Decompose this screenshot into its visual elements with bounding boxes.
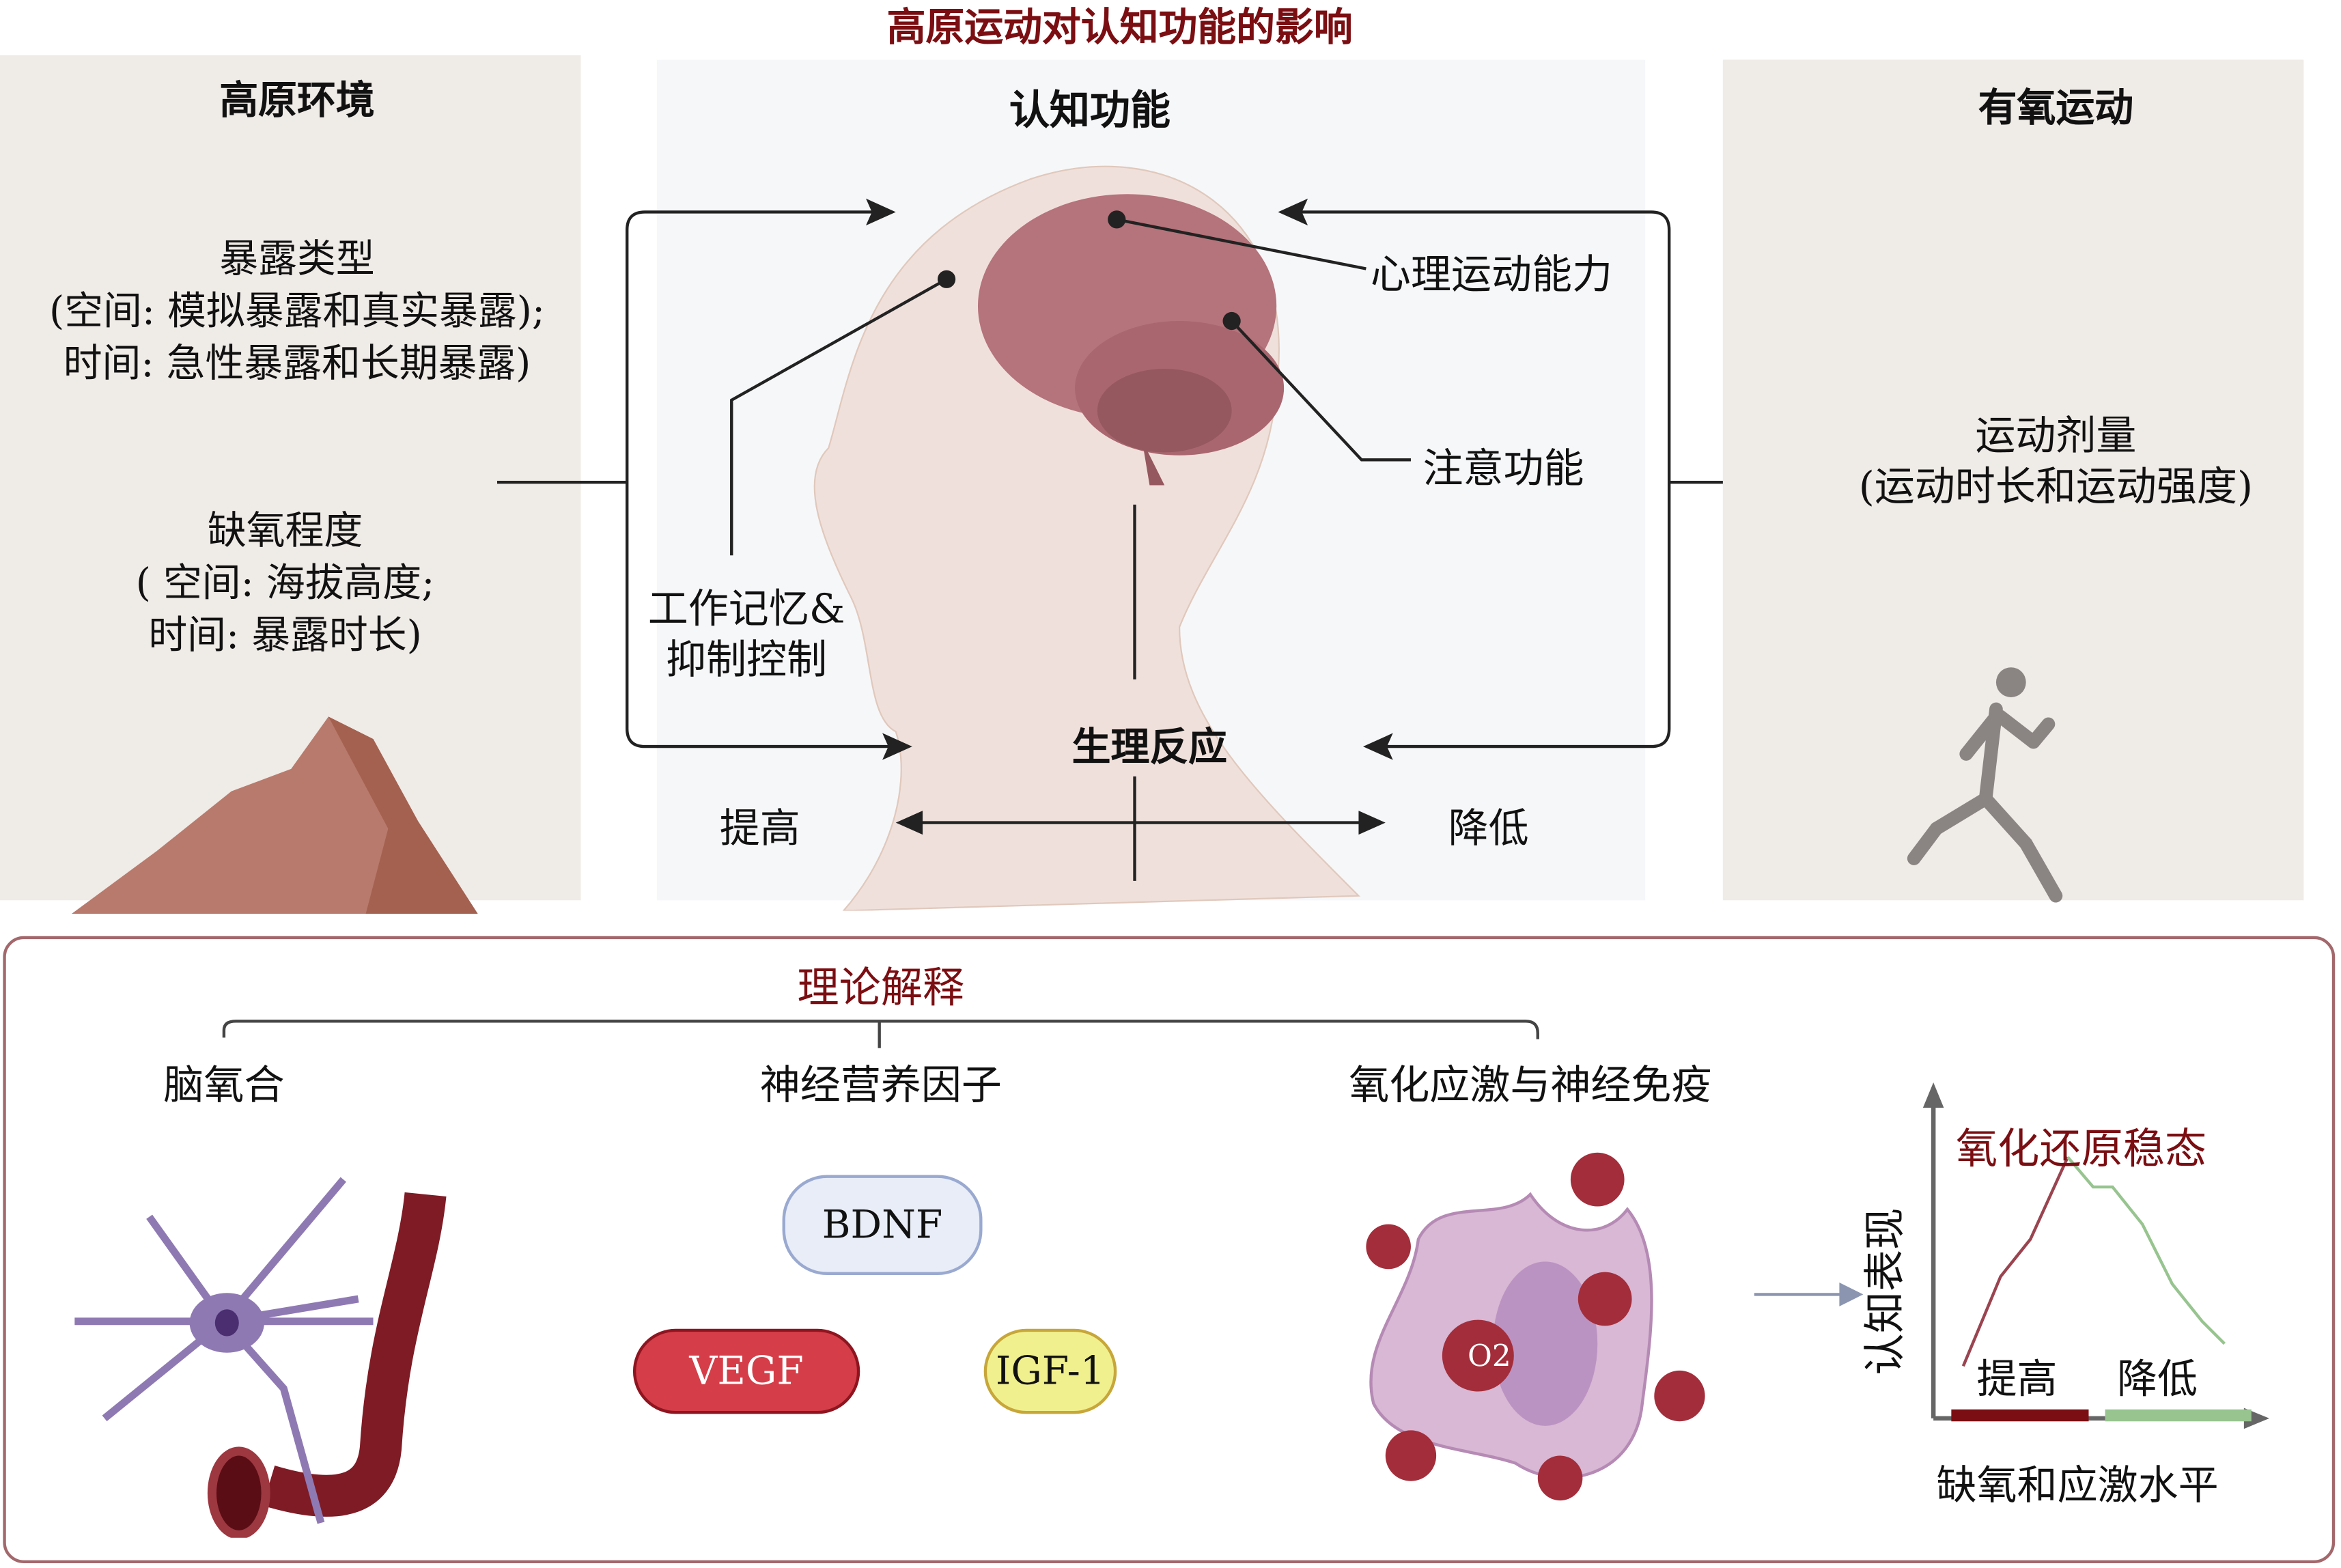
head-brain-illustration xyxy=(813,165,1361,911)
label: 暴露类型 xyxy=(219,237,375,283)
neuron-vessel-icon xyxy=(74,1177,447,1538)
panel-heading: 有氧运动 xyxy=(1978,86,2134,132)
label: 运动剂量 xyxy=(1975,413,2137,460)
chart-title: 氧化还原稳态 xyxy=(1955,1124,2207,1174)
o2-label: O2 xyxy=(1468,1339,1511,1373)
hypoxia-degree: 缺氧程度 ( 空间: 海拔高度; 时间: 暴露时长) xyxy=(0,506,570,663)
physiological-label: 生理反应 xyxy=(1071,725,1228,771)
bracket-line xyxy=(222,1020,1539,1048)
decrease-label: 降低 xyxy=(1448,806,1529,853)
redox-mini-chart xyxy=(1754,1082,2270,1429)
chart-decrease-label: 降低 xyxy=(2117,1357,2198,1404)
microglia-cell-icon: O2 xyxy=(1366,1152,1705,1501)
mountain-icon xyxy=(71,716,478,914)
igf-badge: IGF-1 xyxy=(983,1328,1117,1414)
theory-box xyxy=(3,936,2336,1563)
chart-ylabel: 认知表现 xyxy=(1860,1207,1910,1375)
page-title: 高原运动对认知功能的影响 xyxy=(886,5,1353,51)
attention-label: 注意功能 xyxy=(1422,446,1584,493)
chart-increase-label: 提高 xyxy=(1976,1357,2058,1404)
psychomotor-label: 心理运动能力 xyxy=(1370,252,1613,299)
branch-oxidative-stress: 氧化应激与神经免疫 xyxy=(1349,1063,1712,1110)
aerobic-exercise-panel: 有氧运动 运动剂量 (运动时长和运动强度) xyxy=(1722,59,2304,903)
label: (运动时长和运动强度) xyxy=(1858,464,2254,511)
label: (空间: 模拟暴露和真实暴露); xyxy=(49,290,546,335)
exercise-dose: 运动剂量 (运动时长和运动强度) xyxy=(1723,412,2341,514)
decrease-bar xyxy=(2105,1409,2252,1422)
working-memory-label: 工作记忆& 抑制控制 xyxy=(627,585,866,687)
chart-xlabel: 缺氧和应激水平 xyxy=(1936,1463,2219,1510)
branch-brain-oxygenation: 脑氧合 xyxy=(163,1063,285,1110)
panel-heading: 高原环境 xyxy=(219,79,375,124)
increase-label: 提高 xyxy=(719,806,800,853)
exposure-type: 暴露类型 (空间: 模拟暴露和真实暴露); 时间: 急性暴露和长期暴露) xyxy=(0,234,594,391)
high-altitude-panel: 高原环境 暴露类型 (空间: 模拟暴露和真实暴露); 时间: 急性暴露和长期暴露… xyxy=(0,55,581,914)
vegf-badge: VEGF xyxy=(632,1328,860,1414)
bdnf-badge: BDNF xyxy=(782,1175,983,1276)
theory-heading: 理论解释 xyxy=(797,963,965,1013)
label: 工作记忆& xyxy=(647,587,845,633)
label: ( 空间: 海拔高度; xyxy=(135,561,435,606)
panel-heading: 认知功能 xyxy=(1009,87,1170,135)
branch-neurotrophic: 神经营养因子 xyxy=(759,1063,1002,1110)
label: 缺氧程度 xyxy=(207,509,363,555)
series-increase xyxy=(1961,1156,2069,1367)
label: 时间: 急性暴露和长期暴露) xyxy=(63,341,531,387)
o2-radicals xyxy=(1366,1152,1705,1501)
increase-bar xyxy=(1951,1409,2089,1422)
label: 时间: 暴露时长) xyxy=(148,613,422,659)
label: 抑制控制 xyxy=(666,637,828,684)
series-decrease xyxy=(2066,1156,2226,1345)
runner-icon xyxy=(1907,667,2063,903)
